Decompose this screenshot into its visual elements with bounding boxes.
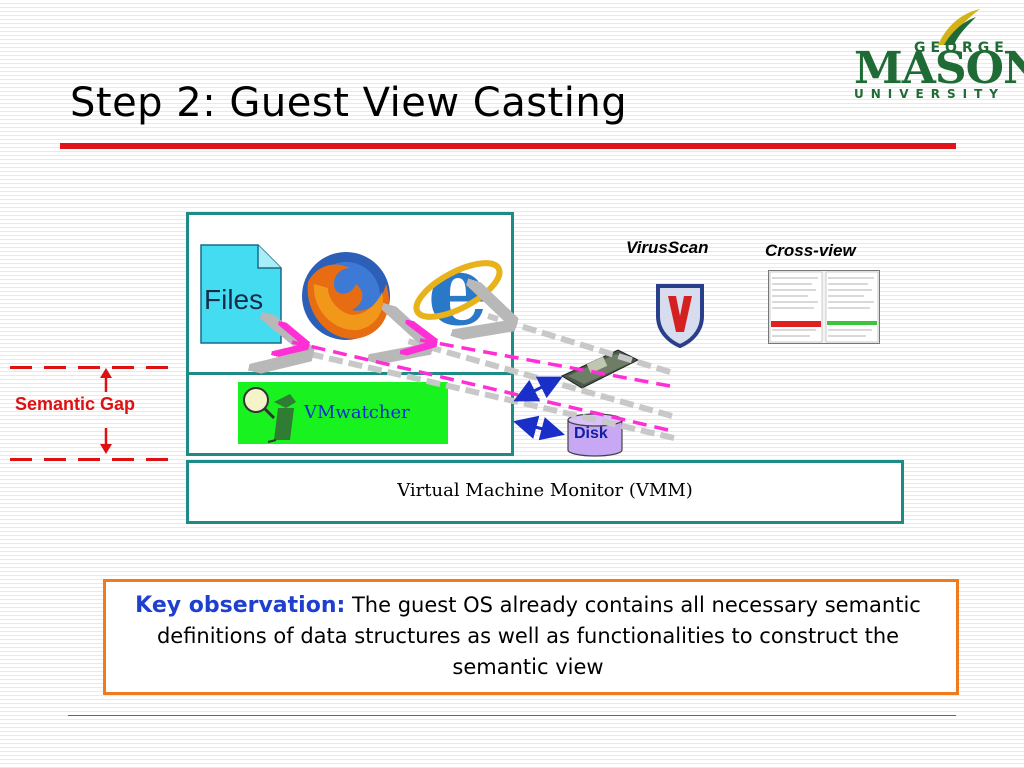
magenta-arrow-1 xyxy=(420,340,671,388)
logo-mason: MASON xyxy=(854,43,1024,94)
key-observation-box xyxy=(103,579,959,695)
key-observation-text: Key observation: The guest OS already co… xyxy=(118,590,938,683)
blue-arrow-hardware xyxy=(513,376,563,402)
logo-swoosh-icon xyxy=(938,9,980,45)
title-divider xyxy=(60,143,956,149)
files-label: Files xyxy=(204,284,264,315)
gap-dash xyxy=(112,366,134,369)
guest-divider xyxy=(186,372,514,375)
magenta-arrow-2 xyxy=(292,342,669,432)
gap-dash xyxy=(78,458,100,461)
gray-arrow-2 xyxy=(404,340,673,419)
slide-title: Step 2: Guest View Casting xyxy=(70,80,628,126)
vmwatcher-label: VMwatcher xyxy=(304,402,410,423)
gap-dash xyxy=(10,458,32,461)
vmm-label: Virtual Machine Monitor (VMM) xyxy=(397,480,693,501)
gap-dash xyxy=(146,458,168,461)
vmm-box xyxy=(186,460,904,524)
virusscan-label: VirusScan xyxy=(626,238,709,257)
gap-dash xyxy=(44,458,66,461)
logo-george: GEORGE xyxy=(914,40,1009,56)
blue-arrow-disk xyxy=(513,415,565,441)
footer-divider xyxy=(68,715,956,716)
gap-dash xyxy=(44,366,66,369)
detective-icon xyxy=(243,387,296,443)
gmu-logo: GEORGE MASON UNIVERSITY xyxy=(852,5,1024,105)
vmwatcher-box xyxy=(238,382,448,444)
disk-label: Disk xyxy=(574,425,608,442)
key-observation-body: The guest OS already contains all necess… xyxy=(156,593,921,679)
virusscan-shield-icon xyxy=(656,284,704,348)
gap-dash xyxy=(146,366,168,369)
gap-dash xyxy=(78,366,100,369)
semantic-gap-label: Semantic Gap xyxy=(15,394,136,414)
gray-arrow-3 xyxy=(284,348,675,441)
crossview-screenshot-icon xyxy=(768,270,880,344)
key-observation-heading: Key observation: xyxy=(135,593,346,618)
hardware-board-icon xyxy=(560,349,640,389)
gap-dash xyxy=(10,366,32,369)
gap-dash xyxy=(112,458,134,461)
gray-arrow-1 xyxy=(488,316,671,375)
logo-university: UNIVERSITY xyxy=(854,87,1005,101)
semantic-gap-arrows-icon xyxy=(100,368,112,454)
crossview-label: Cross-view xyxy=(765,241,856,260)
